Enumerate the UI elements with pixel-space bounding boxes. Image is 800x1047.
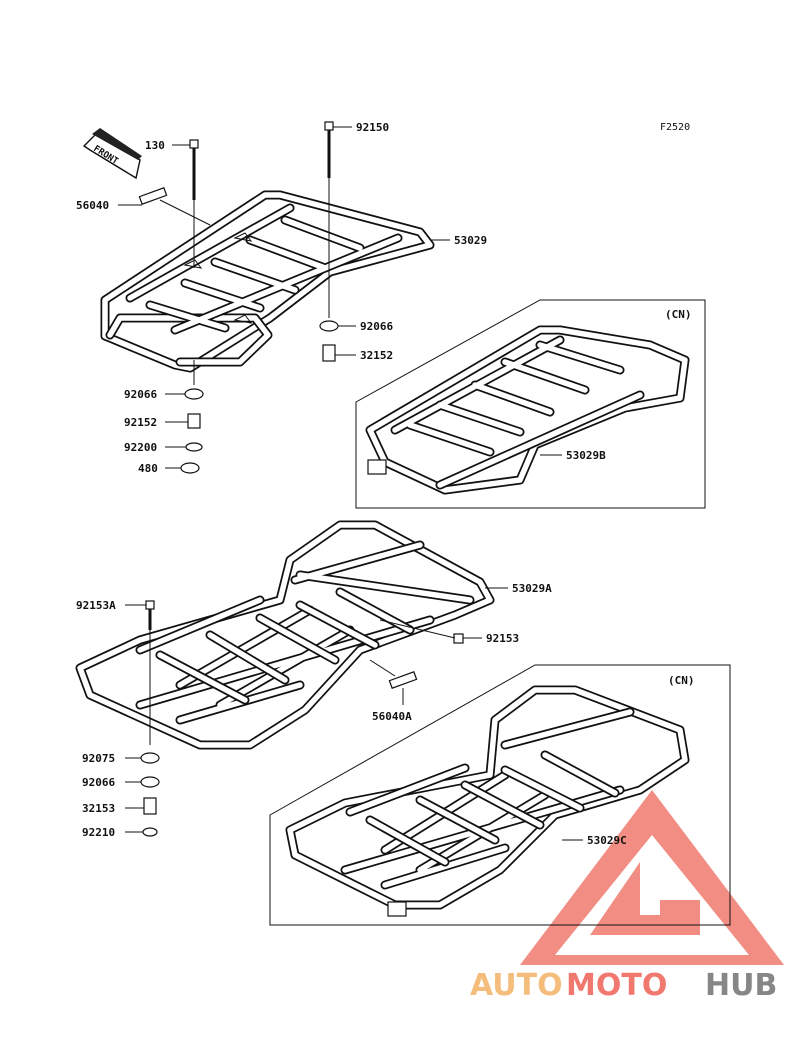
hardware-top bbox=[118, 121, 562, 474]
label-53029: 53029 bbox=[454, 234, 487, 247]
label-92153: 92153 bbox=[486, 632, 519, 645]
variant-tag-1: (CN) bbox=[665, 308, 692, 321]
carrier-53029B bbox=[365, 325, 690, 495]
label-130: 130 bbox=[145, 139, 165, 152]
figure-code: F2520 bbox=[660, 122, 690, 133]
label-56040: 56040 bbox=[76, 199, 109, 212]
watermark-hub: HUB bbox=[705, 968, 777, 1003]
watermark-text: AUTO MOTO HUB bbox=[470, 968, 777, 1003]
label-92066-top: 92066 bbox=[360, 320, 393, 333]
carrier-53029 bbox=[100, 190, 435, 373]
label-480: 480 bbox=[138, 462, 158, 475]
label-32152: 32152 bbox=[360, 349, 393, 362]
watermark-moto: MOTO bbox=[566, 968, 667, 1003]
label-92150: 92150 bbox=[356, 121, 389, 134]
label-53029A: 53029A bbox=[512, 582, 552, 595]
label-92075: 92075 bbox=[82, 752, 115, 765]
carrier-53029A bbox=[75, 520, 495, 750]
watermark-auto: AUTO bbox=[470, 968, 563, 1003]
label-92200: 92200 bbox=[124, 441, 157, 454]
label-92066-left: 92066 bbox=[124, 388, 157, 401]
label-53029B: 53029B bbox=[566, 449, 606, 462]
label-56040A: 56040A bbox=[372, 710, 412, 723]
label-92066-bottom: 92066 bbox=[82, 776, 115, 789]
variant-box-1 bbox=[355, 299, 706, 509]
carrier-53029C bbox=[285, 685, 690, 917]
variant-box-2 bbox=[269, 664, 731, 926]
variant-tag-2: (CN) bbox=[668, 674, 695, 687]
label-92210: 92210 bbox=[82, 826, 115, 839]
front-arrow-icon: FRONT bbox=[82, 128, 142, 180]
label-53029C: 53029C bbox=[587, 834, 627, 847]
label-92152: 92152 bbox=[124, 416, 157, 429]
hardware-bottom bbox=[125, 587, 583, 841]
label-92153A: 92153A bbox=[76, 599, 116, 612]
label-32153: 32153 bbox=[82, 802, 115, 815]
